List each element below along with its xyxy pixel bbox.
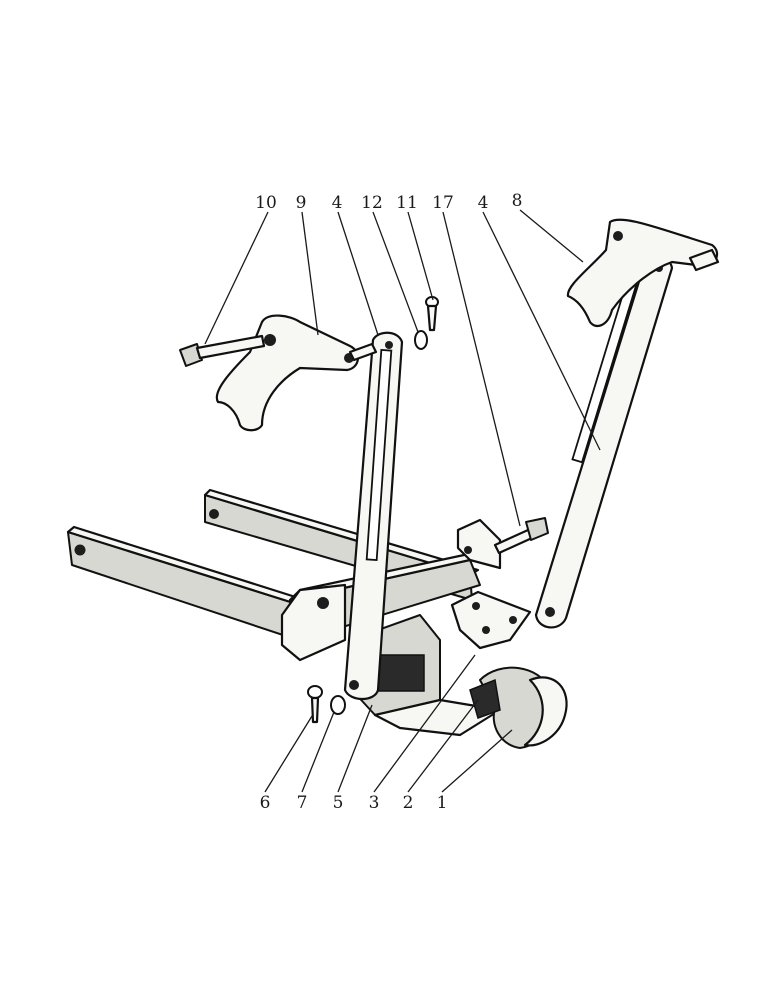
linch-pin-11 — [425, 296, 439, 332]
callout-2: 2 — [403, 793, 414, 813]
callout-9: 9 — [296, 193, 307, 213]
tow-hook — [469, 666, 568, 749]
callout-7: 7 — [297, 793, 308, 813]
callout-3: 3 — [369, 793, 380, 813]
callout-12: 12 — [361, 193, 383, 213]
angle-bracket — [456, 518, 502, 570]
callout-8: 8 — [512, 191, 523, 211]
callout-6: 6 — [260, 793, 271, 813]
bolt-10 — [179, 334, 266, 367]
callout-5: 5 — [333, 793, 344, 813]
callouts-bottom: 6 7 5 3 2 1 — [260, 793, 448, 813]
callout-17: 17 — [432, 193, 454, 213]
callout-1: 1 — [437, 793, 448, 813]
drawbar-frame — [66, 488, 502, 737]
washer-7 — [330, 695, 346, 715]
bolt-17 — [493, 517, 549, 555]
callout-4-left: 4 — [332, 193, 343, 213]
pin-bracket-9 — [348, 342, 378, 362]
callout-10: 10 — [255, 193, 277, 213]
washer-12 — [414, 330, 428, 350]
callout-4-right: 4 — [478, 193, 489, 213]
support-bar-left — [343, 331, 404, 701]
callouts-top: 10 9 4 12 11 17 4 8 — [255, 191, 522, 213]
leader-lines — [204, 209, 601, 793]
bracket-9 — [215, 314, 359, 432]
triangle-plate — [450, 590, 532, 650]
linch-pin-6 — [307, 685, 323, 724]
callout-11: 11 — [396, 193, 418, 213]
bracket-8 — [566, 218, 720, 328]
